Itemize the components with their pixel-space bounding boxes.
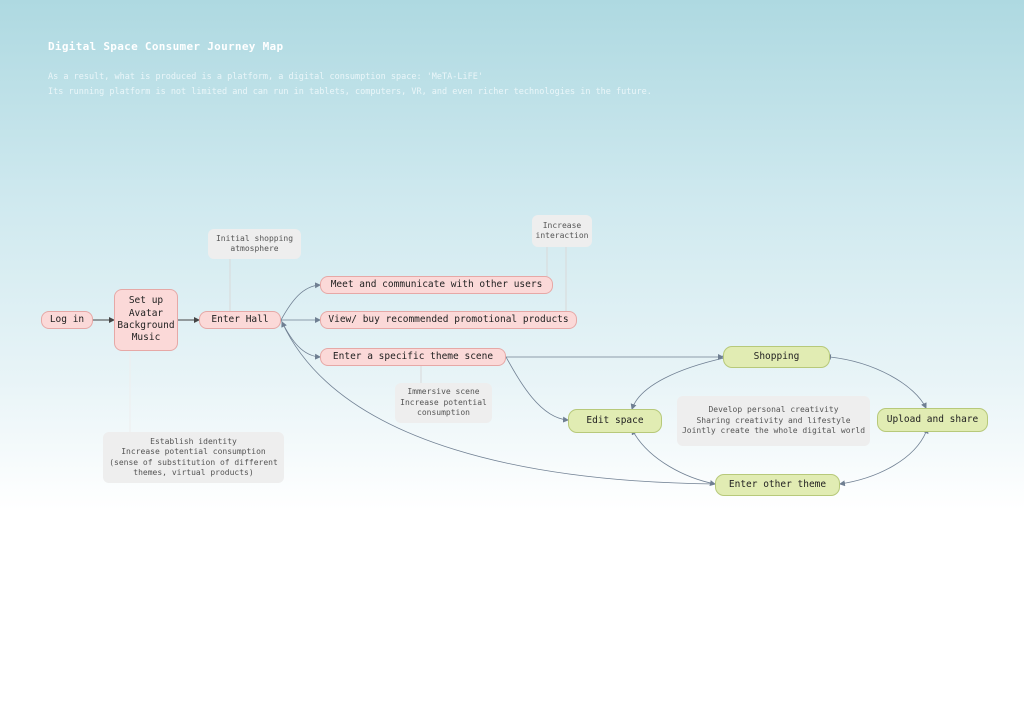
arrow-hall-to-meet	[280, 282, 321, 321]
note-increase-interaction: Increase interaction	[532, 215, 592, 247]
node-upload-share[interactable]: Upload and share	[877, 408, 988, 432]
arrow-hall-to-theme	[280, 319, 321, 360]
note-shopping-atmosphere: Initial shopping atmosphere	[208, 229, 301, 259]
node-enter-hall[interactable]: Enter Hall	[199, 311, 281, 329]
node-enter-other-theme[interactable]: Enter other theme	[715, 474, 840, 496]
node-view-buy-products[interactable]: View/ buy recommended promotional produc…	[320, 311, 577, 329]
arrow-shopping-edit	[630, 355, 729, 410]
note-immersive-scene: Immersive scene Increase potential consu…	[395, 383, 492, 423]
node-meet-users[interactable]: Meet and communicate with other users	[320, 276, 553, 294]
note-establish-identity: Establish identity Increase potential co…	[103, 432, 284, 483]
arrow-theme-to-edit	[505, 356, 569, 423]
node-log-in[interactable]: Log in	[41, 311, 93, 329]
node-shopping[interactable]: Shopping	[723, 346, 830, 368]
node-edit-space[interactable]: Edit space	[568, 409, 662, 433]
arrow-other-to-hall	[281, 321, 716, 485]
arrow-shopping-upload	[825, 354, 927, 409]
note-creativity: Develop personal creativity Sharing crea…	[677, 396, 870, 446]
page-title: Digital Space Consumer Journey Map	[48, 40, 284, 53]
arrow-upload-other	[839, 427, 929, 487]
node-setup[interactable]: Set up Avatar Background Music	[114, 289, 178, 351]
subtitle-line-1: As a result, what is produced is a platf…	[48, 72, 483, 82]
node-enter-theme-scene[interactable]: Enter a specific theme scene	[320, 348, 506, 366]
subtitle-line-2: Its running platform is not limited and …	[48, 87, 652, 97]
arrow-edit-other	[631, 428, 716, 486]
